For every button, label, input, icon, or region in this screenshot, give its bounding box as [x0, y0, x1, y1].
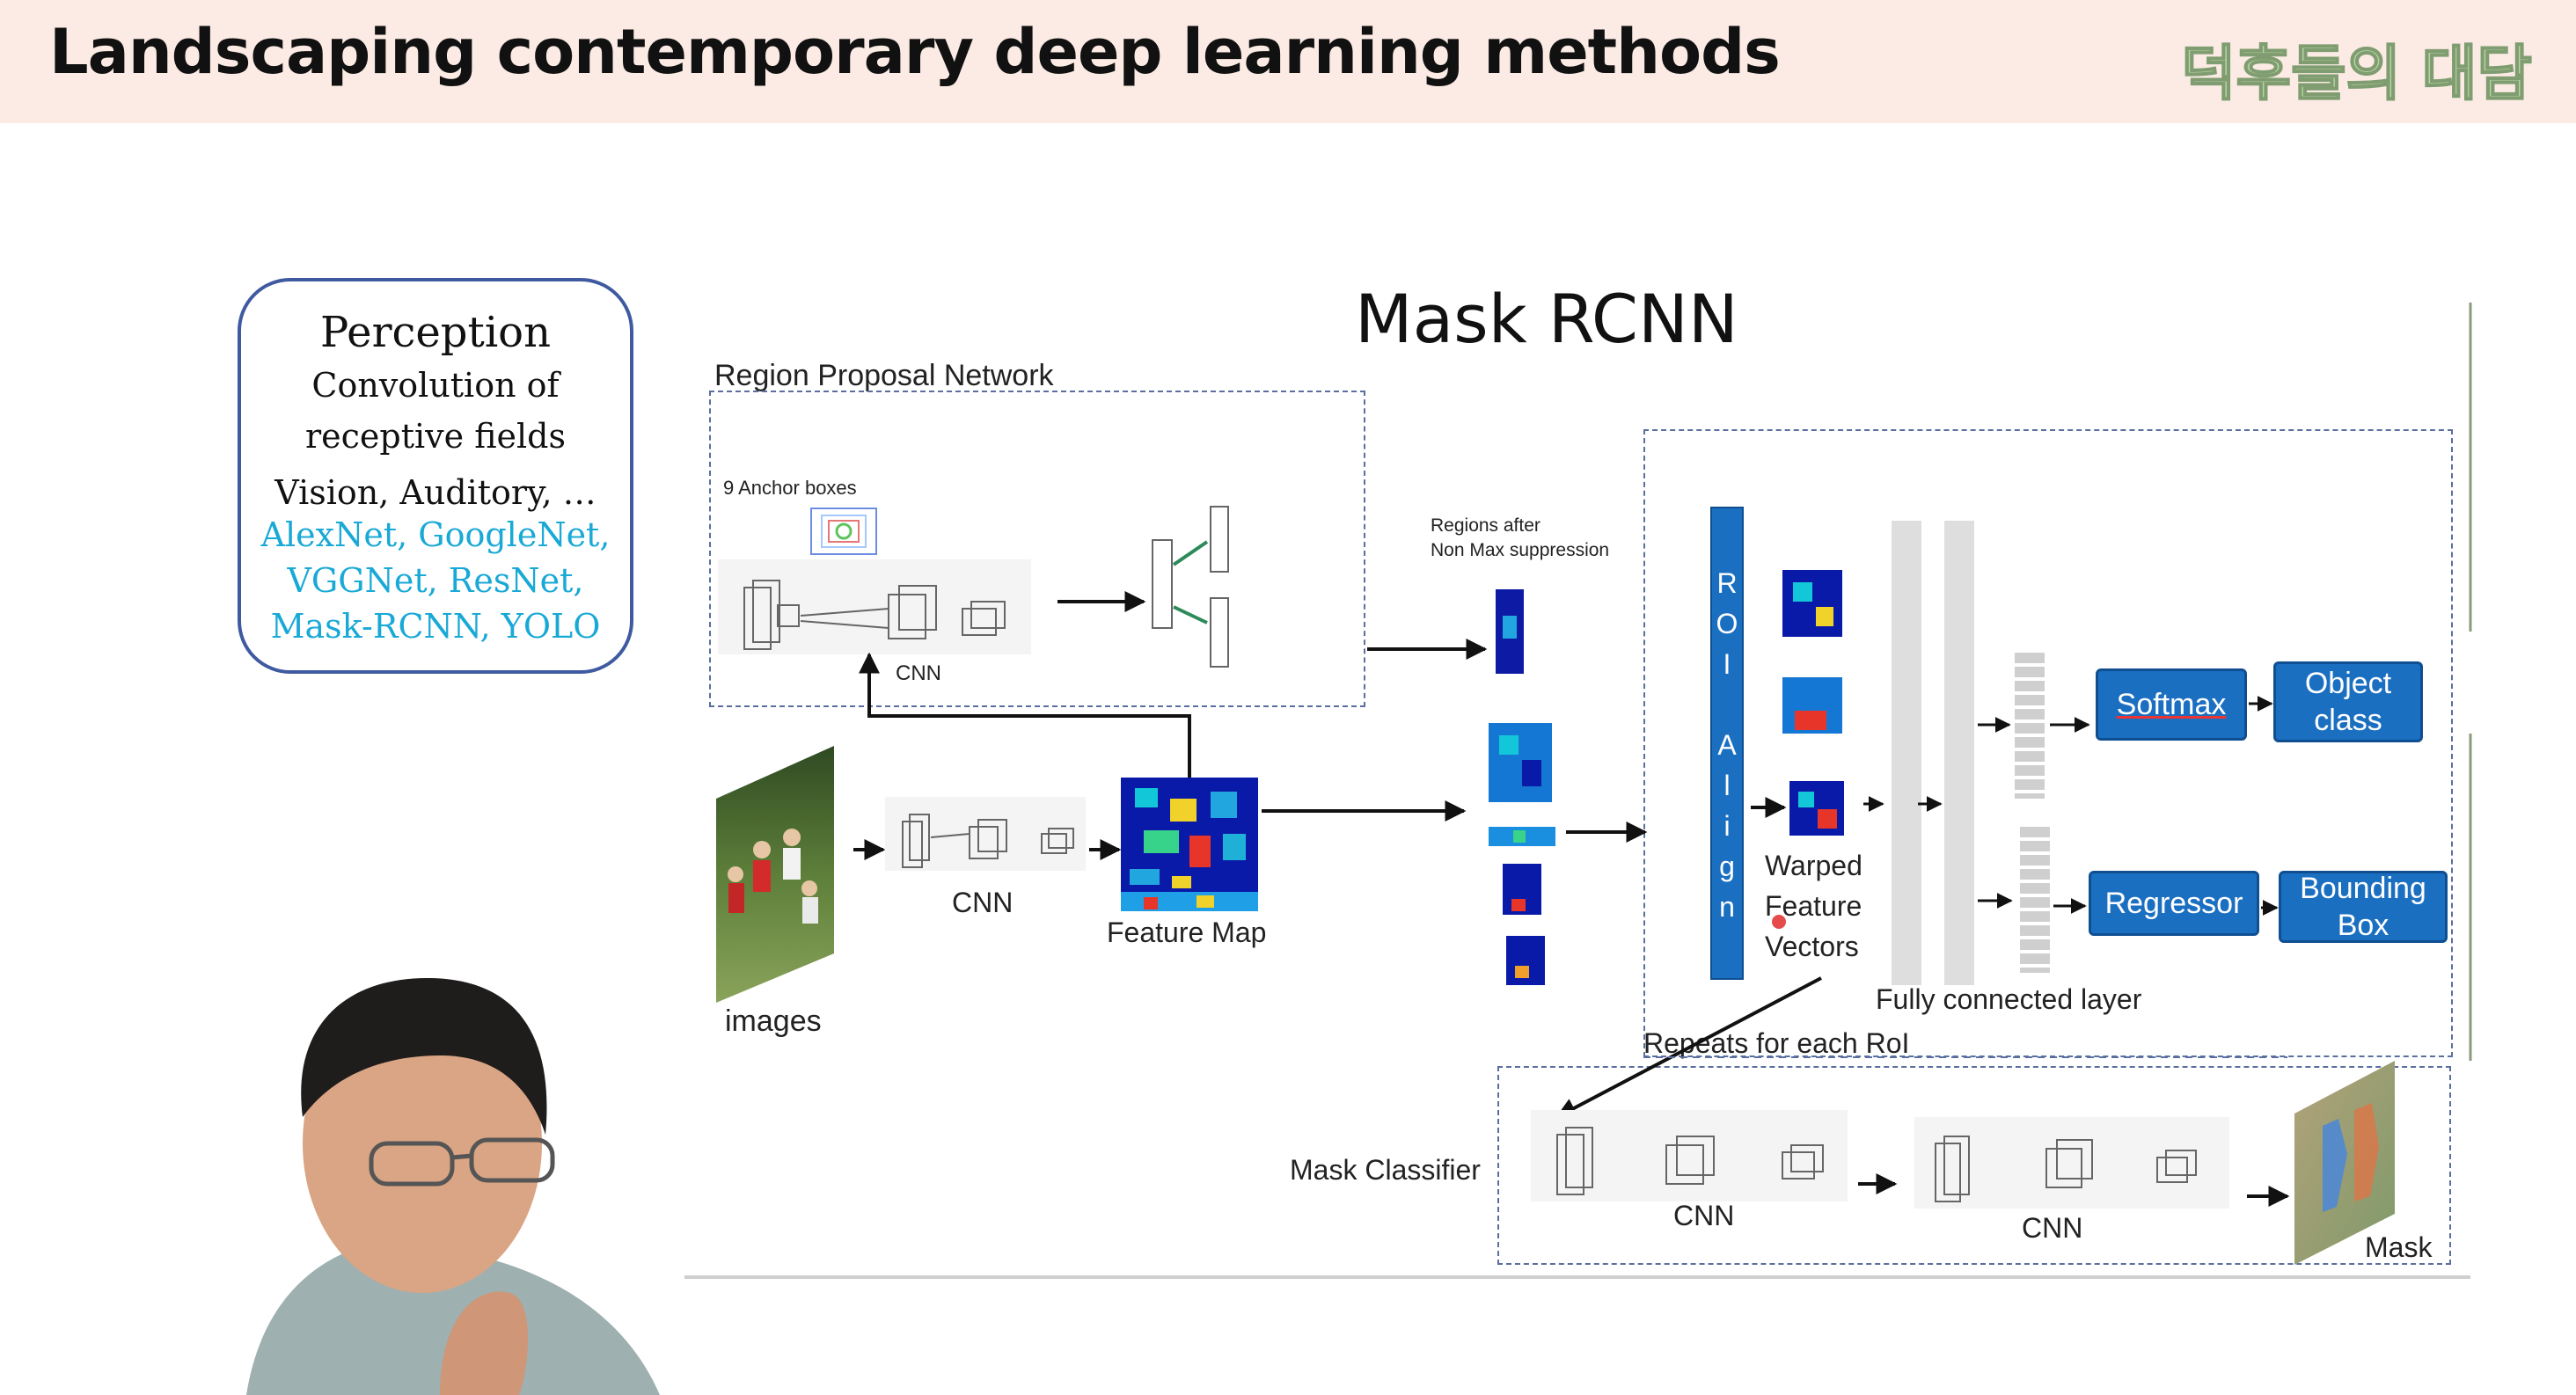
- warped-label-1: Warped: [1765, 850, 1862, 881]
- perception-line4: AlexNet, GoogleNet,: [260, 515, 611, 554]
- rpn-box: [709, 391, 1365, 707]
- anchor-boxes-icon: [810, 508, 877, 555]
- rpn-label: Region Proposal Network: [714, 359, 1054, 392]
- regressor-box: Regressor: [2089, 871, 2259, 936]
- fc-layer-1: [1892, 521, 1921, 985]
- fc-label: Fully connected layer: [1876, 983, 2142, 1015]
- mask-output-image: [2294, 1061, 2395, 1265]
- soccer-image: [716, 746, 834, 1003]
- feature-map-label: Feature Map: [1107, 917, 1267, 948]
- regions-label-1: Regions after: [1431, 515, 1540, 536]
- presenter-video: [246, 977, 660, 1395]
- rpn-cnn-label: CNN: [896, 661, 941, 685]
- slide-title: Landscaping contemporary deep learning m…: [49, 16, 1781, 88]
- mask-label: Mask: [2365, 1231, 2433, 1263]
- diagram-title: Mask RCNN: [1355, 280, 1738, 358]
- mask-cnn-sketch-1: [1531, 1110, 1848, 1201]
- perception-line3: Vision, Auditory, …: [274, 473, 596, 512]
- perception-line2: receptive fields: [304, 417, 567, 456]
- region-crops: [1489, 589, 1555, 985]
- fc-layer-reg: [2020, 827, 2050, 973]
- perception-card: Perception Convolution of receptive fiel…: [238, 278, 633, 674]
- roi-head-box: [1643, 429, 2453, 1057]
- anchor-label: 9 Anchor boxes: [723, 477, 857, 499]
- softmax-box: Softmax: [2096, 668, 2247, 741]
- perception-line1: Convolution of: [311, 366, 560, 405]
- warped-label-3: Vectors: [1765, 931, 1859, 962]
- roi-align-bar: [1710, 507, 1744, 980]
- rpn-head-sketch: [1152, 506, 1229, 668]
- header-bar: [0, 0, 2576, 123]
- images-label: images: [725, 1004, 822, 1038]
- regions-label-2: Non Max suppression: [1431, 540, 1610, 560]
- rpn-cnn-sketch: [718, 559, 1031, 654]
- warped-patches: [1782, 570, 1844, 836]
- mask-cnn-label-2: CNN: [2022, 1212, 2083, 1244]
- perception-heading: Perception: [320, 308, 551, 357]
- channel-logo: 덕후들의 대담: [2180, 39, 2533, 110]
- mask-cnn-label-1: CNN: [1673, 1200, 1735, 1231]
- feature-map-heatmap: [1121, 778, 1258, 911]
- perception-line5: VGGNet, ResNet,: [287, 561, 584, 600]
- fc-layer-2: [1944, 521, 1974, 985]
- perception-line6: Mask-RCNN, YOLO: [270, 607, 601, 646]
- mask-classifier-box: [1497, 1066, 2451, 1265]
- mask-classifier-label: Mask Classifier: [1290, 1154, 1481, 1186]
- cnn-label: CNN: [952, 887, 1014, 918]
- cursor-dot: [1772, 915, 1786, 929]
- mask-cnn-sketch-2: [1914, 1117, 2229, 1209]
- cnn-sketch: [885, 797, 1086, 871]
- repeats-label: Repeats for each RoI: [1643, 1027, 1910, 1059]
- fc-layer-cls: [2015, 653, 2045, 799]
